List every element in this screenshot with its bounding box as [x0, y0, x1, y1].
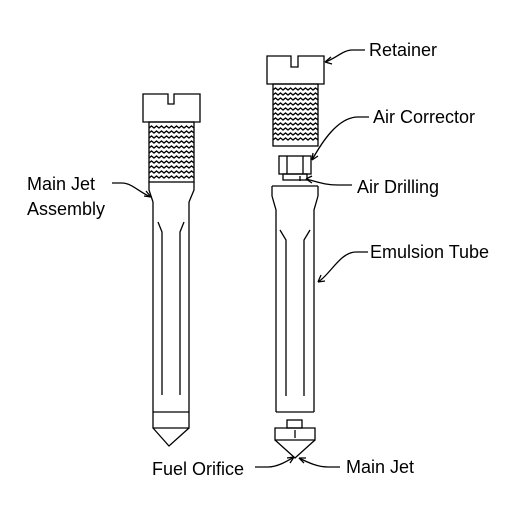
thread-ridge: [148, 160, 195, 164]
label-air-drilling: Air Drilling: [357, 177, 439, 197]
thread-ridge: [272, 92, 319, 96]
thread-ridge: [272, 137, 319, 141]
label-main-jet: Main Jet: [346, 457, 414, 477]
assembly-thread-body: [148, 121, 195, 183]
main-jet-drawing: [274, 419, 316, 459]
label-air-corrector: Air Corrector: [373, 107, 475, 127]
main-jet-assembly-drawing: [142, 93, 201, 447]
retainer-drawing: [266, 55, 325, 147]
label-main-jet-assembly-line2: Assembly: [27, 199, 105, 219]
air-corrector-drawing: [278, 155, 312, 181]
retainer-head: [266, 55, 325, 85]
thread-ridge: [148, 165, 195, 169]
thread-ridge: [148, 125, 195, 129]
emulsion-tube-drawing: [271, 185, 319, 413]
assembly-nozzle: [152, 412, 190, 447]
thread-ridge: [272, 132, 319, 136]
thread-ridge: [148, 135, 195, 139]
thread-ridge: [148, 140, 195, 144]
thread-ridge: [272, 127, 319, 131]
leader-lines: [112, 49, 369, 468]
assembly-screw-head: [142, 93, 201, 123]
thread-ridge: [272, 87, 319, 91]
thread-ridge: [272, 112, 319, 116]
label-fuel-orifice: Fuel Orifice: [152, 459, 244, 479]
assembly-threads: [148, 125, 195, 179]
thread-ridge: [272, 97, 319, 101]
thread-ridge: [148, 155, 195, 159]
thread-ridge: [272, 102, 319, 106]
thread-ridge: [272, 107, 319, 111]
thread-ridge: [148, 130, 195, 134]
thread-ridge: [148, 145, 195, 149]
retainer-threads: [272, 87, 319, 141]
label-emulsion-tube: Emulsion Tube: [370, 242, 489, 262]
thread-ridge: [148, 150, 195, 154]
thread-ridge: [272, 122, 319, 126]
label-retainer: Retainer: [369, 40, 437, 60]
thread-ridge: [148, 175, 195, 179]
thread-ridge: [272, 117, 319, 121]
label-main-jet-assembly-line1: Main Jet: [27, 174, 95, 194]
thread-ridge: [148, 170, 195, 174]
